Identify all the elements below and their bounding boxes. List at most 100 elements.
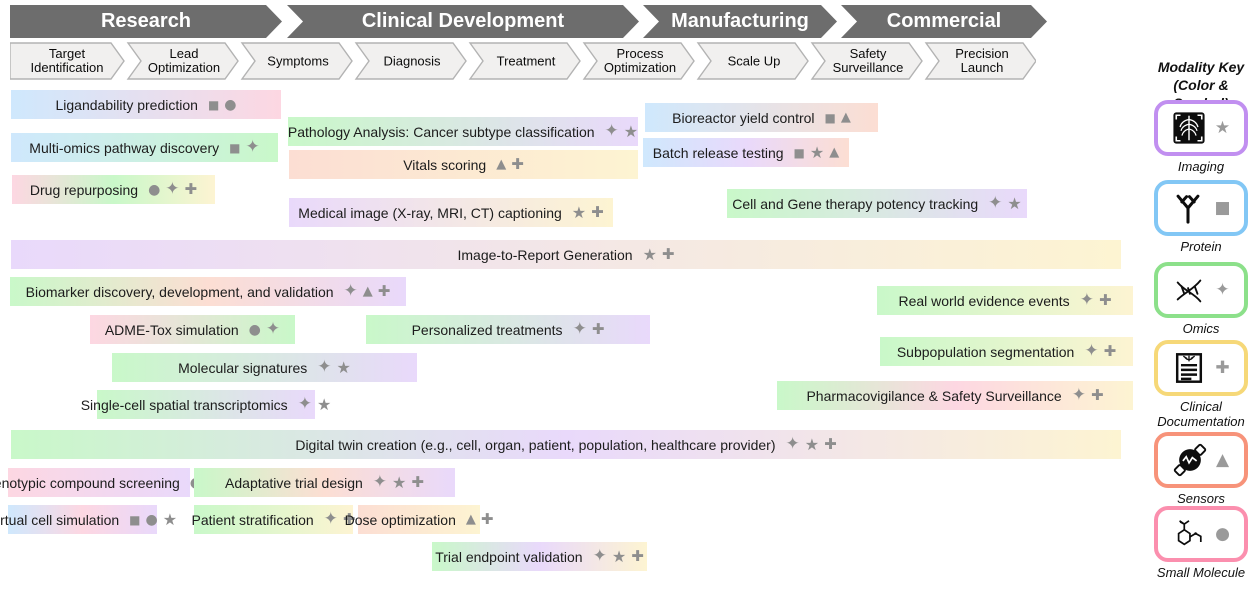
star-symbol-icon: ★ [1214,117,1231,138]
usecase-ligandability-prediction: Ligandability prediction ■● [11,90,281,119]
usecase-modality-symbols: ✦✚ [324,511,356,528]
star-symbol-icon: ★ [611,546,627,566]
usecase-modality-symbols: ★✚ [643,246,675,263]
four-pointed-star-symbol-icon: ✦ [343,281,358,301]
substage-target-identification [10,42,125,80]
usecase-modality-symbols: ✦★ [988,195,1022,212]
substage-safety-surveillance [810,42,923,80]
plus-symbol-icon: ✚ [631,547,644,565]
modality-key-entry-sensors: ▲Sensors [1144,432,1258,507]
substage-diagnosis [354,42,467,80]
stage-commercial: Commercial [841,5,1047,38]
circle-symbol-icon: ● [248,321,261,338]
usecase-patient-stratification: Patient stratification ✦✚ [191,505,356,534]
star-symbol-icon: ★ [336,357,351,377]
star-symbol-icon: ★ [571,202,587,222]
usecase-modality-symbols: ■★▲ [794,142,840,162]
four-pointed-star-symbol-icon: ✦ [1215,279,1230,300]
usecase-label: Medical image (X-ray, MRI, CT) captionin… [298,204,562,221]
usecase-pharmacovigilance-safety-surveillance: Pharmacovigilance & Safety Surveillance✦… [777,381,1133,410]
plus-symbol-icon: ✚ [824,435,837,453]
usecase-label: Digital twin creation (e.g., cell, organ… [295,436,776,453]
usecase-batch-release-testing: Batch release testing ■★▲ [643,138,849,167]
usecase-modality-symbols: ✦▲✚ [344,283,391,300]
medical-document-icon [1172,351,1206,385]
substage-process-optimization [582,42,695,80]
usecase-label: Adaptative trial design [225,474,363,491]
usecase-vitals-scoring: Vitals scoring▲✚ [289,150,638,179]
plus-symbol-icon: ✚ [184,180,198,198]
usecase-real-world-evidence-events: Real world evidence events✦✚ [877,286,1133,315]
triangle-symbol-icon: ▲ [496,157,507,172]
usecase-modality-symbols: ★✚ [571,202,604,222]
four-pointed-star-symbol-icon: ✦ [592,546,607,566]
square-symbol-icon: ■ [207,97,220,112]
usecase-modality-symbols: ✦★ [317,359,351,376]
usecase-label: ADME-Tox simulation [104,321,239,338]
usecase-modality-symbols: ✦✚ [1080,292,1112,309]
modality-key: Modality Key (Color & Symbol) ★Imaging■P… [1144,0,1258,594]
star-symbol-icon: ★ [316,394,332,414]
four-pointed-star-symbol-icon: ✦ [572,319,587,339]
usecase-modality-symbols: ✦★ [298,396,332,413]
antibody-icon [1171,191,1205,225]
four-pointed-star-symbol-icon: ✦ [988,193,1003,213]
usecase-modality-symbols: ✦✚ [1084,343,1116,360]
modality-key-label-small-molecule: Small Molecule [1156,565,1246,580]
modality-key-box-sensors: ▲ [1154,432,1248,488]
circle-symbol-icon: ● [145,511,158,528]
modality-key-box-omics: ✦ [1154,262,1248,318]
modality-key-entry-omics: ✦Omics [1144,262,1258,337]
svg-text:Symptoms: Symptoms [267,54,329,69]
usecase-label: Batch release testing [652,144,784,161]
modality-key-box-imaging: ★ [1154,100,1248,156]
four-pointed-star-symbol-icon: ✦ [317,357,332,377]
usecase-dose-optimization: Dose optimization▲✚ [345,505,493,534]
usecase-modality-symbols: ✦✚ [573,321,605,338]
plus-symbol-icon: ✚ [1215,357,1230,378]
usecase-label: Ligandability prediction [55,96,198,113]
plus-symbol-icon: ✚ [591,320,605,338]
square-symbol-icon: ■ [129,512,141,527]
usecase-label: Subpopulation segmentation [896,343,1075,360]
substage-lead-optimization [126,42,239,80]
four-pointed-star-symbol-icon: ✦ [323,509,338,529]
usecase-modality-symbols: ●✦ [249,321,280,338]
modality-key-box-protein: ■ [1154,180,1248,236]
usecase-modality-symbols: ■✦ [229,139,260,156]
usecase-label: Dose optimization [344,511,456,528]
substage-scale-up [696,42,809,80]
usecase-label: Cell and Gene therapy potency tracking [732,195,979,212]
usecase-personalized-treatments: Personalized treatments✦✚ [366,315,650,344]
square-symbol-icon: ■ [229,140,241,155]
four-pointed-star-symbol-icon: ✦ [372,472,388,492]
plus-symbol-icon: ✚ [342,510,356,528]
usecase-label: Biomarker discovery, development, and va… [25,283,334,300]
star-symbol-icon: ★ [392,472,407,492]
modality-key-box-clinical: ✚ [1154,340,1248,396]
plus-symbol-icon: ✚ [377,282,391,300]
usecase-drug-repurposing: Drug repurposing●✦✚ [12,175,215,204]
four-pointed-star-symbol-icon: ✦ [1084,341,1099,361]
plus-symbol-icon: ✚ [511,155,524,173]
star-symbol-icon: ★ [809,142,825,162]
usecase-modality-symbols: ●✦✚ [148,181,197,198]
substage-precision-launch [924,42,1036,80]
four-pointed-star-symbol-icon: ✦ [1071,385,1086,405]
plus-symbol-icon: ✚ [591,203,604,221]
usecase-image-to-report-generation: Image-to-Report Generation★✚ [11,240,1121,269]
usecase-modality-symbols: ■● [208,98,237,112]
plus-symbol-icon: ✚ [1090,386,1104,404]
modality-key-entry-protein: ■Protein [1144,180,1258,255]
stage-research: Research [10,5,282,38]
usecase-adme-tox-simulation: ADME-Tox simulation ●✦ [90,315,295,344]
usecase-modality-symbols: ■▲ [825,111,851,124]
usecase-label: Patient stratification [191,511,314,528]
